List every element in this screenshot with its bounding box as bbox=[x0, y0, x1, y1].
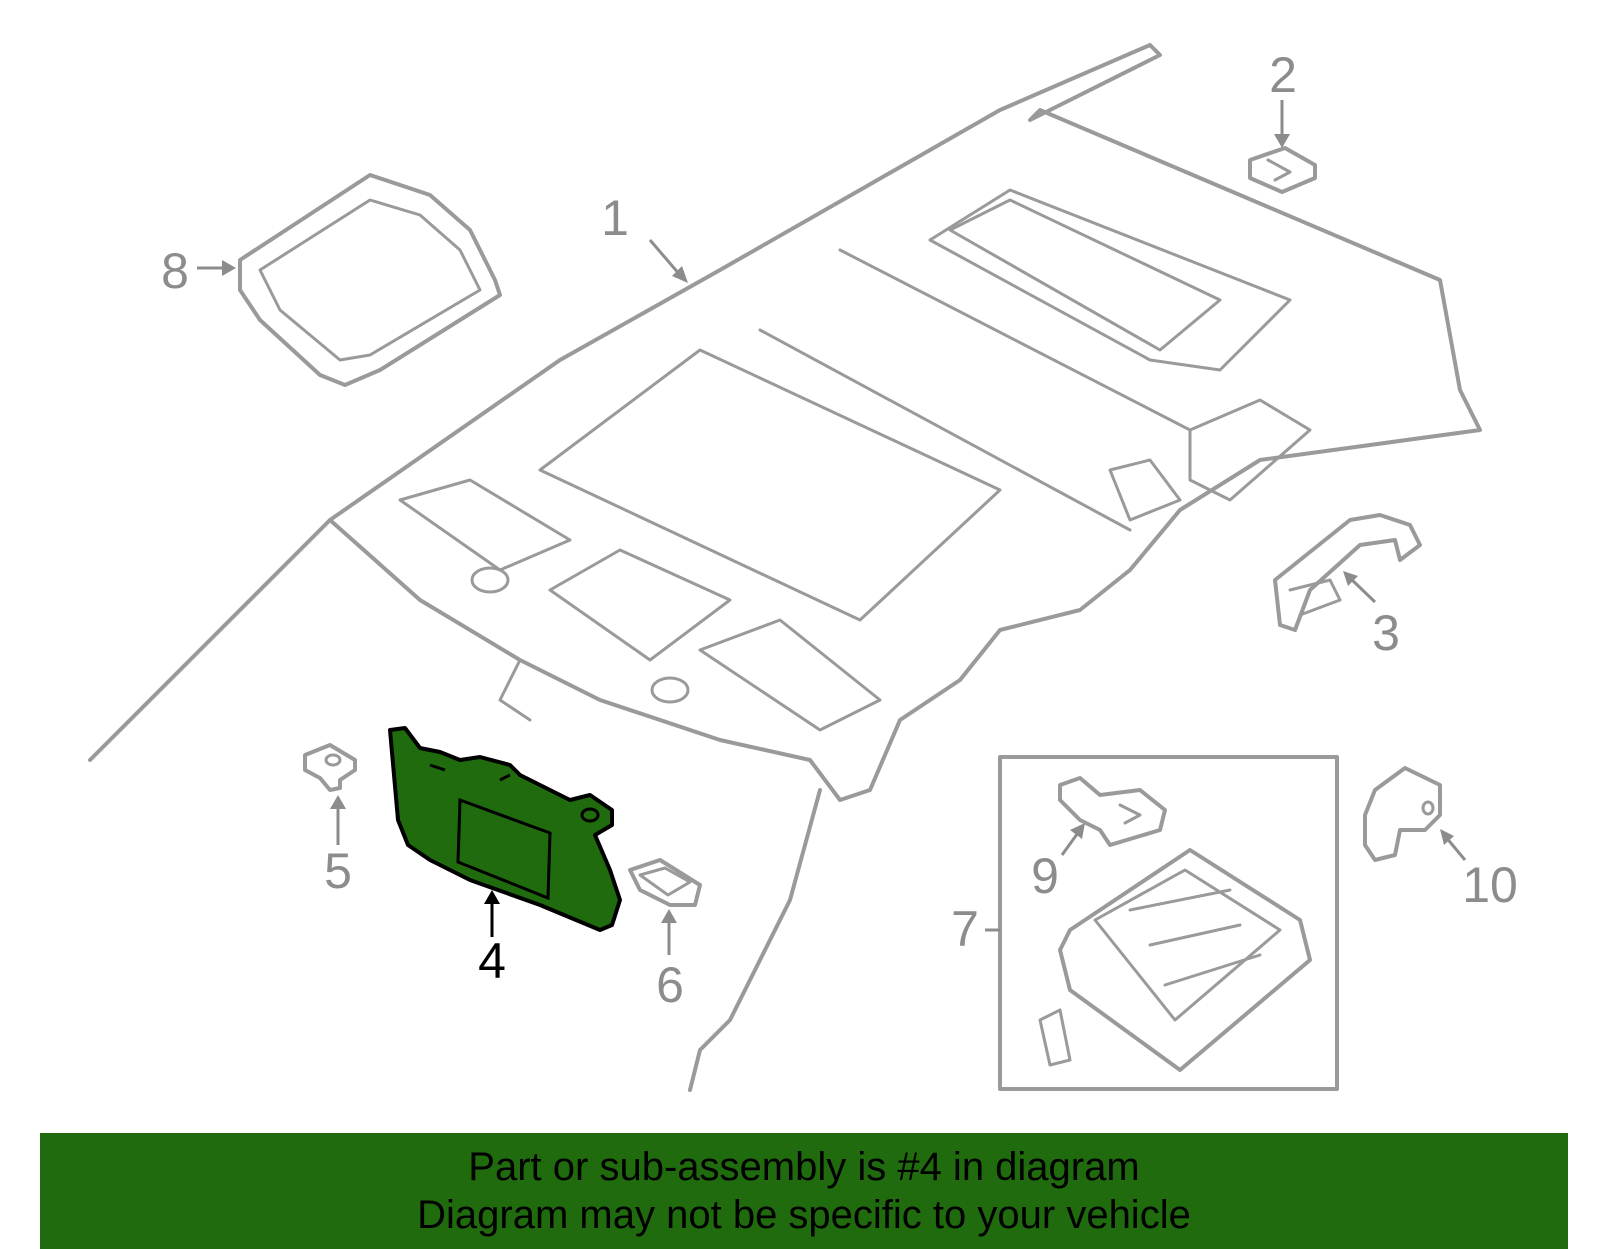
callout-arrow-3 bbox=[1348, 576, 1377, 604]
part-10-clip[interactable] bbox=[1363, 766, 1442, 862]
callout-arrowhead-3 bbox=[1343, 571, 1358, 586]
part-3-grab-handle[interactable] bbox=[1273, 513, 1422, 632]
callout-label-10: 10 bbox=[1462, 857, 1518, 913]
part-9-bracket[interactable] bbox=[1058, 776, 1167, 847]
callout-label-4: 4 bbox=[478, 933, 506, 989]
part-8-sunroof-frame[interactable] bbox=[238, 173, 502, 387]
callout-label-2: 2 bbox=[1269, 47, 1297, 103]
part-6-cover[interactable] bbox=[628, 858, 702, 907]
part-1-headliner[interactable] bbox=[88, 43, 1482, 1092]
callout-arrowhead-4 bbox=[484, 890, 500, 904]
banner-line-disclaimer: Diagram may not be specific to your vehi… bbox=[417, 1193, 1191, 1237]
callout-label-6: 6 bbox=[656, 957, 684, 1013]
callout-arrowhead-1 bbox=[672, 266, 688, 283]
callout-label-7: 7 bbox=[951, 901, 979, 957]
callout-label-3: 3 bbox=[1372, 605, 1400, 661]
banner-line-part: Part or sub-assembly is #4 in diagram bbox=[468, 1145, 1140, 1189]
callout-label-1: 1 bbox=[601, 190, 629, 246]
callout-arrowhead-6 bbox=[661, 909, 677, 923]
part-5-visor-clip[interactable] bbox=[303, 743, 357, 792]
part-4-sun-visor[interactable] bbox=[388, 726, 622, 932]
callout-arrowhead-5 bbox=[330, 795, 346, 809]
callout-label-8: 8 bbox=[161, 243, 189, 299]
part-7-dome-lamp-assembly[interactable] bbox=[998, 755, 1339, 1091]
callout-arrow-1 bbox=[648, 239, 682, 276]
info-banner: Part or sub-assembly is #4 in diagram Di… bbox=[40, 1133, 1568, 1249]
callout-arrowhead-8 bbox=[222, 260, 236, 276]
callout-arrowhead-10 bbox=[1440, 829, 1454, 845]
callout-label-5: 5 bbox=[324, 843, 352, 899]
callout-arrowhead-2 bbox=[1274, 134, 1290, 148]
part-2-clip[interactable] bbox=[1248, 146, 1317, 194]
parts-diagram: 1 2 3 4 5 6 7 8 9 10 bbox=[88, 43, 1518, 1092]
callout-label-9: 9 bbox=[1031, 848, 1059, 904]
callout-arrowhead-9 bbox=[1070, 823, 1085, 839]
